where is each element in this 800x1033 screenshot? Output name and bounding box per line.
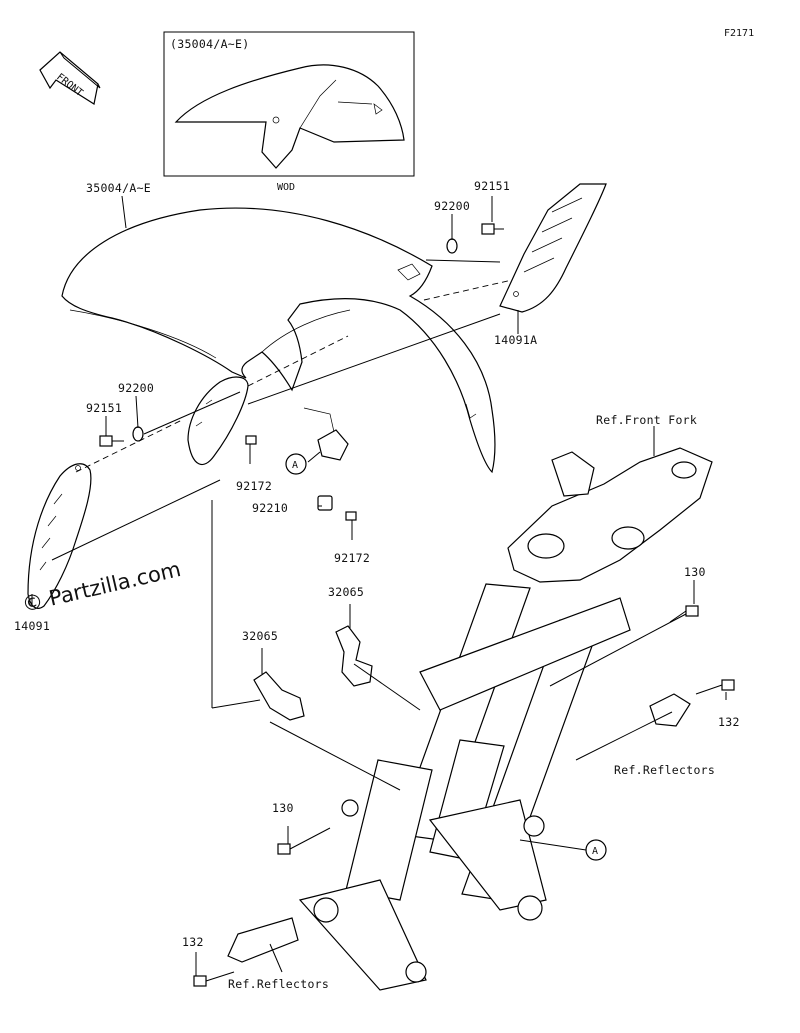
callout-130-right: 130 [684, 565, 706, 579]
callout-92151-right: 92151 [474, 179, 510, 193]
callout-32065-upper: 32065 [328, 585, 364, 599]
svg-text:A: A [292, 460, 298, 471]
side-cover-right [499, 183, 607, 313]
callout-92200-right: 92200 [434, 199, 470, 213]
washer-92200-right-icon [446, 238, 458, 254]
bolt-130-right-icon [669, 605, 699, 623]
inset-title: (35004/A~E) [170, 37, 249, 51]
bolt-132-right-icon [695, 679, 735, 695]
bracket-32065-lower [253, 671, 305, 721]
bolt-132-left-icon [193, 971, 235, 987]
bolt-130-left-icon [277, 827, 331, 855]
front-fork [298, 447, 713, 991]
callout-132-right: 132 [718, 715, 740, 729]
reflector-mount-bottom [227, 917, 299, 963]
callout-fender: 35004/A~E [86, 181, 151, 195]
svg-text:A: A [592, 846, 598, 857]
fender-inner-cover [187, 376, 249, 466]
callout-ref-reflectors-right: Ref.Reflectors [614, 763, 715, 777]
callout-92151-left: 92151 [86, 401, 122, 415]
side-cover-left [27, 463, 92, 609]
callout-14091: 14091 [14, 619, 50, 633]
callout-14091a: 14091A [494, 333, 537, 347]
callout-92200-left: 92200 [118, 381, 154, 395]
bracket-32065-upper [335, 625, 373, 687]
callout-32065-lower: 32065 [242, 629, 278, 643]
front-direction-icon: FRONT [39, 51, 101, 105]
marker-a-bottom: A [585, 839, 607, 861]
marker-a-top: A [285, 453, 307, 475]
leader-lines [31, 195, 727, 976]
callout-ref-reflectors-bottom: Ref.Reflectors [228, 977, 329, 991]
bolt-92172-upper-icon [245, 435, 257, 445]
callout-ref-front-fork: Ref.Front Fork [596, 413, 697, 427]
washer-92200-left-icon [132, 426, 144, 442]
callout-130-left: 130 [272, 801, 294, 815]
bolt-92151-right-icon [481, 223, 504, 235]
callout-92172-lower: 92172 [334, 551, 370, 565]
front-fender [61, 207, 496, 474]
callout-92172-upper: 92172 [236, 479, 272, 493]
bolt-92151-left-icon [99, 435, 124, 447]
callout-92210: 92210 [252, 501, 288, 515]
reflector-mount-right [649, 693, 691, 727]
figure-code: F2171 [724, 28, 754, 39]
inset-caption: WOD [277, 182, 295, 193]
bolt-92172-lower-icon [345, 511, 357, 521]
fender-bracket [317, 429, 349, 511]
callout-132-left: 132 [182, 935, 204, 949]
inset-box: (35004/A~E) WOD [163, 31, 415, 193]
inset-fender-sketch [174, 64, 405, 169]
